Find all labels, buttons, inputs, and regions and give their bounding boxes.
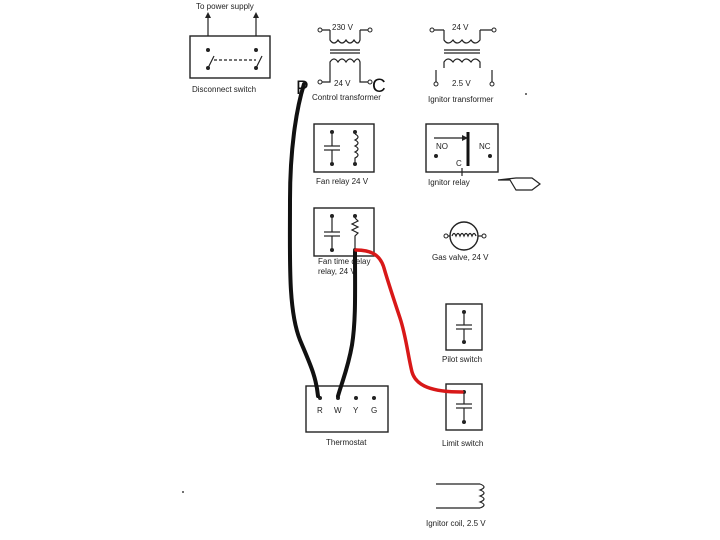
- ignitor-tx-secondary-label: 2.5 V: [452, 79, 471, 88]
- ignitor-coil-label: Ignitor coil, 2.5 V: [426, 519, 486, 528]
- annotation-p: P: [296, 78, 309, 99]
- thermostat-terminal-r: R: [317, 406, 323, 415]
- ignitor-tx-label: Ignitor transformer: [428, 95, 494, 104]
- ignitor-transformer: 24 V 2.5 V Ignitor transformer: [428, 23, 497, 104]
- ignitor-relay: NO NC C Ignitor relay: [425, 123, 541, 191]
- control-tx-label: Control transformer: [312, 93, 381, 102]
- annotation-c: C: [372, 76, 386, 97]
- thermostat-terminal-w: W: [334, 406, 342, 415]
- pilot-switch: Pilot switch: [442, 303, 483, 364]
- disconnect-label: Disconnect switch: [192, 85, 256, 94]
- fan-time-relay-label-1: Fan time delay: [318, 257, 370, 266]
- ignitor-relay-label: Ignitor relay: [428, 178, 470, 187]
- black-wire-r: [287, 82, 320, 398]
- limit-switch-label: Limit switch: [442, 439, 483, 448]
- black-wire-w: [336, 250, 358, 398]
- disconnect-switch: To power supply Disconnect switch: [189, 2, 271, 94]
- ignitor-relay-c: C: [456, 159, 462, 168]
- ignitor-relay-no: NO: [436, 142, 448, 151]
- thermostat-label: Thermostat: [326, 438, 367, 447]
- power-supply-label: To power supply: [196, 2, 254, 11]
- fan-relay: Fan relay 24 V: [313, 123, 375, 186]
- red-wire: [354, 248, 464, 394]
- control-transformer: 230 V 24 V Control transformer: [312, 23, 381, 102]
- fan-time-relay-label-2: relay, 24 V: [318, 267, 356, 276]
- gas-valve: Gas valve, 24 V: [432, 221, 489, 262]
- pilot-switch-label: Pilot switch: [442, 355, 482, 364]
- thermostat-terminal-g: G: [371, 406, 377, 415]
- ignitor-tx-primary-label: 24 V: [452, 23, 469, 32]
- control-tx-secondary-label: 24 V: [334, 79, 351, 88]
- control-tx-primary-label: 230 V: [332, 23, 354, 32]
- gas-valve-label: Gas valve, 24 V: [432, 253, 489, 262]
- ignitor-relay-nc: NC: [479, 142, 491, 151]
- fan-time-delay-relay: Fan time delay relay, 24 V: [313, 207, 375, 276]
- thermostat-terminal-y: Y: [353, 406, 359, 415]
- ignitor-coil: Ignitor coil, 2.5 V: [426, 483, 486, 528]
- fan-relay-label: Fan relay 24 V: [316, 177, 369, 186]
